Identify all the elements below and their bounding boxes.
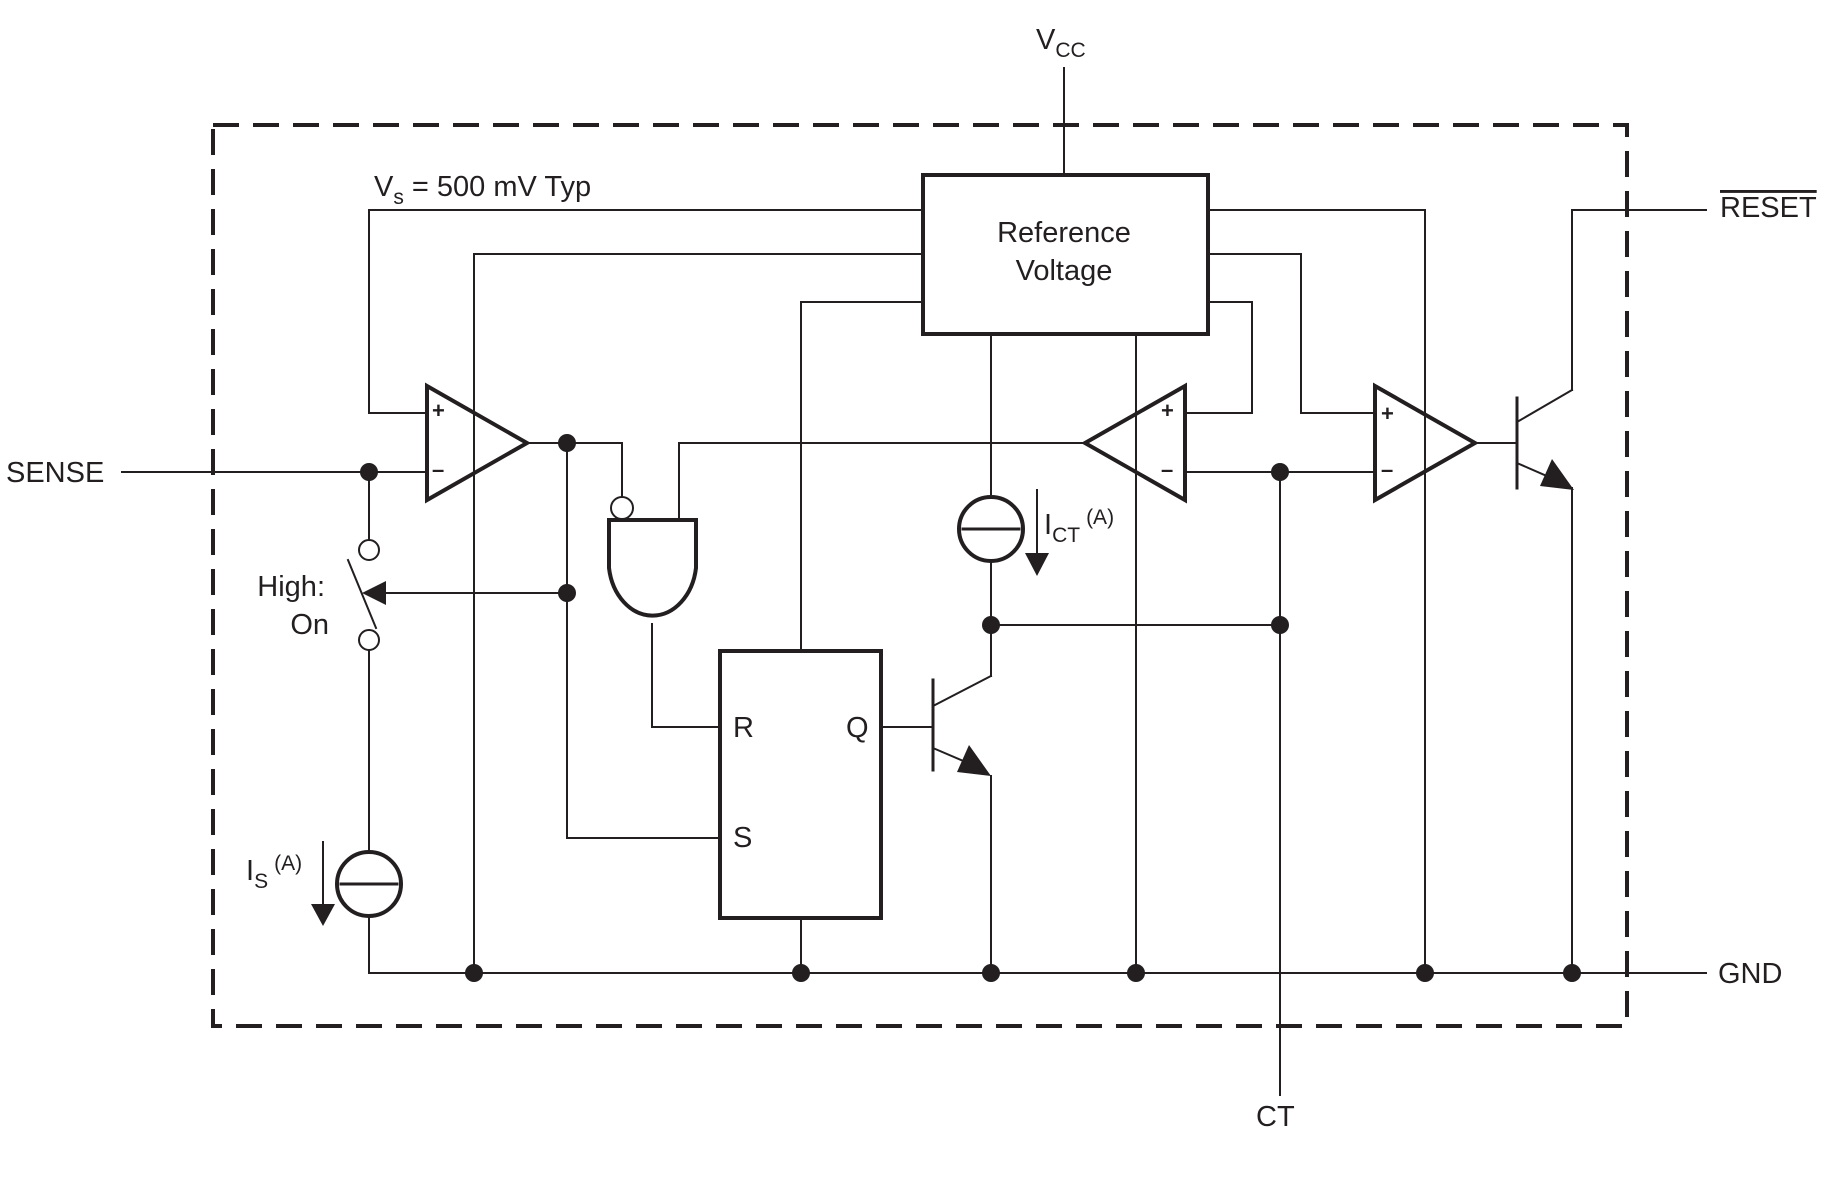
reset-pin-label: RESET bbox=[1720, 192, 1817, 224]
rs-flip-flop bbox=[718, 649, 883, 920]
plus-sign: + bbox=[1381, 401, 1394, 426]
wiring bbox=[121, 67, 1707, 1096]
device-boundary bbox=[211, 123, 1629, 1028]
arrow-down-icon bbox=[311, 904, 335, 926]
ict-label: ICT(A) bbox=[1044, 506, 1114, 547]
current-source-is bbox=[311, 841, 403, 926]
sense-switch bbox=[346, 539, 386, 651]
switch-label-line1: High: bbox=[257, 571, 325, 603]
minus-sign: – bbox=[1161, 457, 1173, 482]
is-label: IS(A) bbox=[246, 852, 302, 893]
ct-pin-label: CT bbox=[1256, 1101, 1295, 1133]
switch-arrow-icon bbox=[362, 581, 386, 605]
current-source-ict bbox=[957, 489, 1049, 576]
discharge-transistor bbox=[931, 674, 993, 776]
minus-sign: – bbox=[432, 457, 444, 482]
plus-sign: + bbox=[432, 398, 445, 423]
output-transistor bbox=[1515, 388, 1574, 490]
flip-flop-s-label: S bbox=[733, 822, 752, 854]
reference-voltage-block bbox=[921, 173, 1210, 336]
inverter-bubble bbox=[610, 496, 634, 520]
gnd-pin-label: GND bbox=[1718, 958, 1782, 990]
emitter-arrow-icon bbox=[957, 745, 991, 776]
comparator-reset bbox=[1373, 382, 1480, 504]
minus-sign: – bbox=[1381, 457, 1393, 482]
flip-flop-r-label: R bbox=[733, 712, 754, 744]
reference-label-line1: Reference bbox=[997, 217, 1131, 249]
flip-flop-q-label: Q bbox=[846, 712, 869, 744]
vcc-label: VCC bbox=[1036, 24, 1086, 62]
comparator-sense bbox=[425, 382, 532, 504]
arrow-down-icon bbox=[1025, 553, 1049, 576]
sense-pin-label: SENSE bbox=[6, 457, 104, 489]
and-gate bbox=[607, 496, 698, 618]
comparator-ct bbox=[1080, 382, 1187, 504]
junction-dots bbox=[360, 434, 1581, 982]
plus-sign: + bbox=[1161, 398, 1174, 423]
vs-label: Vs = 500 mV Typ bbox=[374, 171, 591, 209]
emitter-arrow-icon bbox=[1540, 459, 1574, 490]
reference-label-line2: Voltage bbox=[1016, 255, 1113, 287]
switch-label-line2: On bbox=[290, 609, 329, 641]
